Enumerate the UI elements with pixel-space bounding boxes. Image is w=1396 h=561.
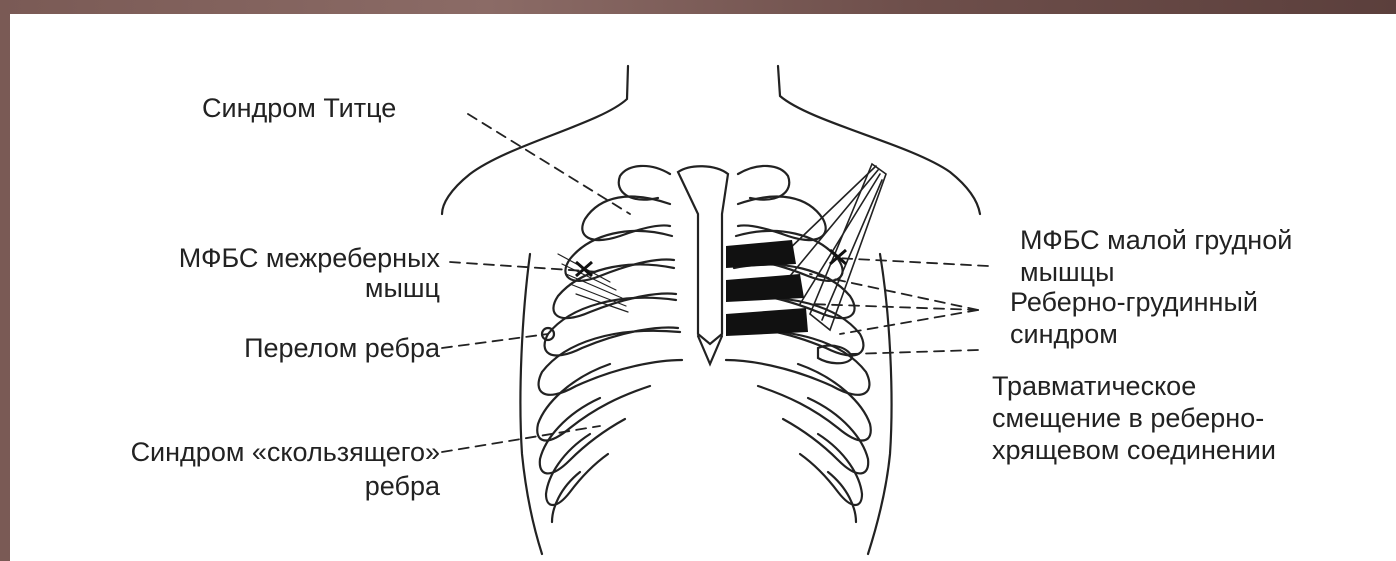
label-traumatic-3: хрящевом соединении bbox=[992, 434, 1276, 466]
leader-costosternal-3 bbox=[840, 310, 978, 334]
label-costosternal-2: синдром bbox=[1010, 318, 1118, 350]
label-slipping-rib-2: ребра bbox=[10, 470, 440, 502]
leader-tietze bbox=[468, 114, 630, 214]
label-traumatic-1: Травматическое bbox=[992, 370, 1196, 402]
leader-pectoralis-minor bbox=[836, 258, 988, 266]
label-costosternal-1: Реберно-грудинный bbox=[1010, 286, 1258, 318]
label-pectoralis-minor-1: МФБС малой грудной bbox=[1020, 224, 1292, 256]
diagram-panel: Синдром Титце МФБС межреберных мышц Пере… bbox=[10, 14, 1396, 561]
trigger-point-right bbox=[830, 250, 846, 264]
sternum bbox=[678, 166, 728, 344]
trigger-point-left bbox=[576, 262, 592, 276]
neck-left-line bbox=[442, 66, 628, 214]
label-pectoralis-minor-2: мышцы bbox=[1020, 256, 1115, 288]
label-slipping-rib-1: Синдром «скользящего» bbox=[10, 436, 440, 468]
label-intercostal-1: МФБС межреберных bbox=[30, 242, 440, 274]
xiphoid bbox=[698, 336, 722, 364]
label-rib-fracture: Перелом ребра bbox=[30, 332, 440, 364]
torso-left-outline bbox=[520, 254, 542, 554]
leader-traumatic bbox=[850, 350, 978, 354]
torso-right-outline bbox=[868, 254, 892, 554]
leader-rib-fracture bbox=[442, 334, 548, 348]
left-ribs bbox=[537, 166, 682, 522]
label-intercostal-2: мышц bbox=[30, 272, 440, 304]
label-tietze: Синдром Титце bbox=[202, 92, 396, 124]
costosternal-bands bbox=[726, 240, 808, 336]
label-traumatic-2: смещение в реберно- bbox=[992, 402, 1264, 434]
